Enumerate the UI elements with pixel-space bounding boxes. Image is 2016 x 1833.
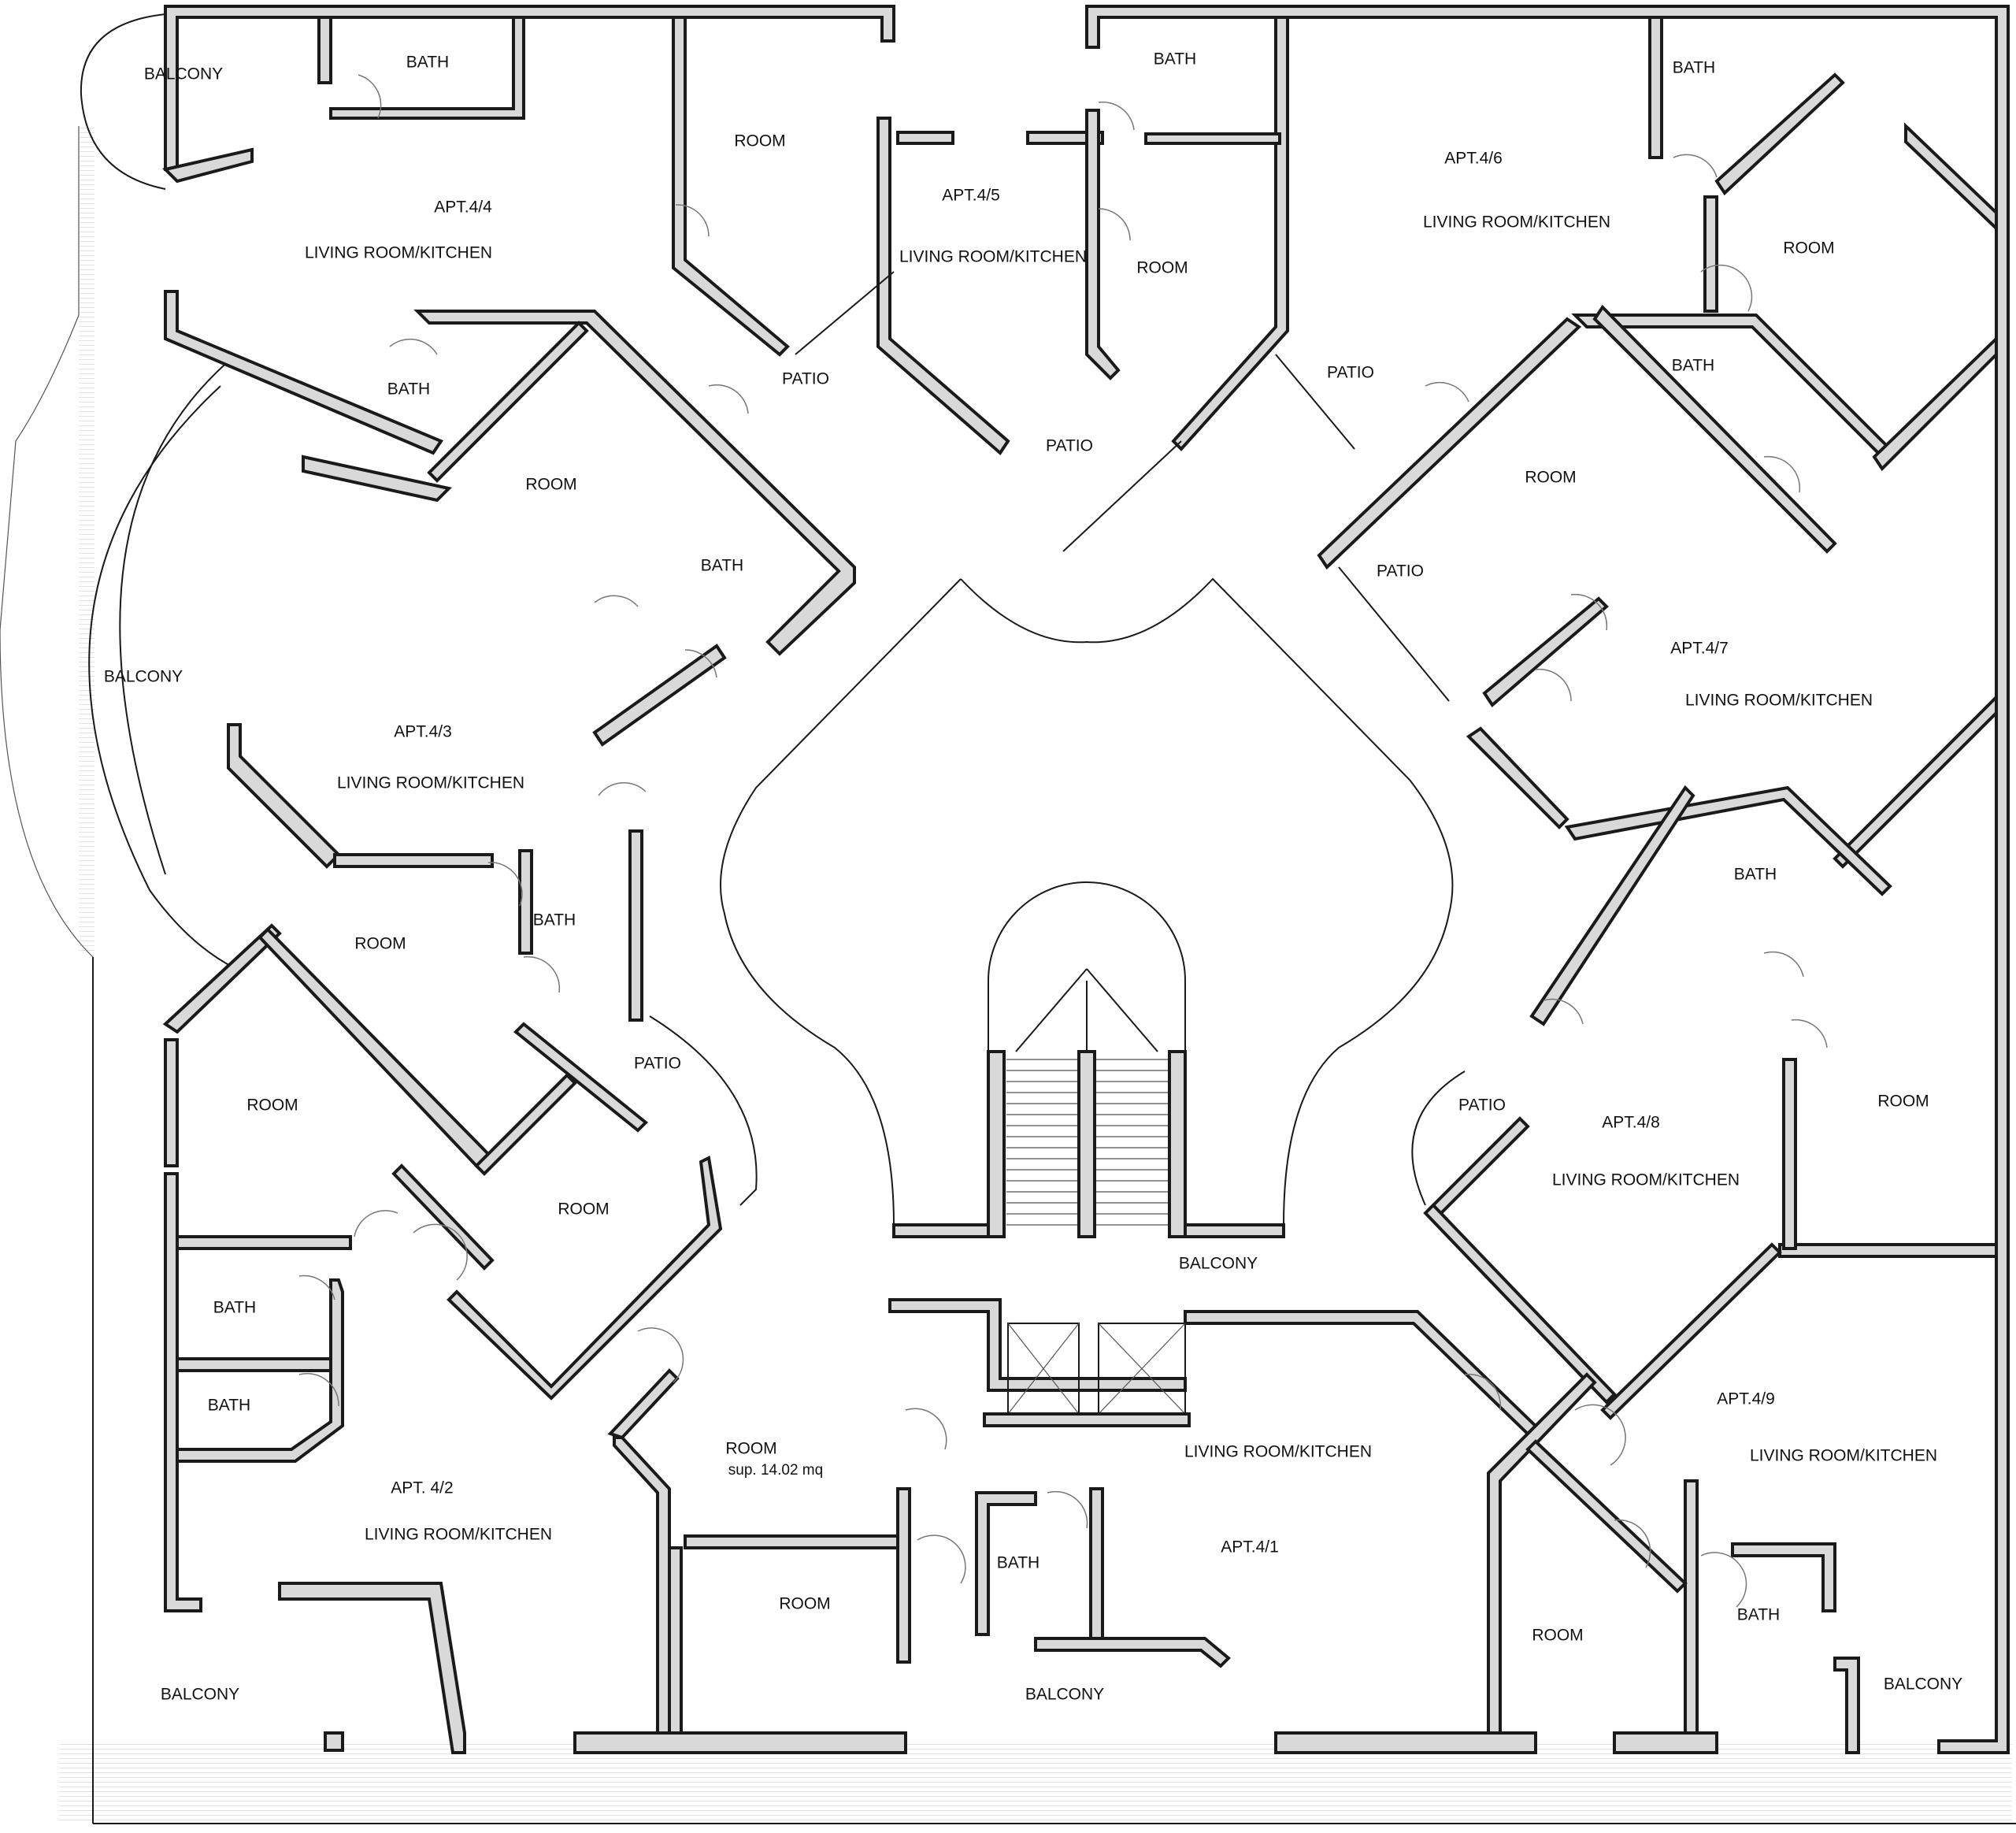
- patio-45-label: PATIO: [1046, 437, 1093, 455]
- apt-46-label: APT.4/6: [1444, 150, 1503, 168]
- bath-44-label: BATH: [406, 54, 449, 72]
- balcony-s-label: BALCONY: [1025, 1686, 1104, 1704]
- room-41a-label: ROOM: [725, 1440, 776, 1458]
- lr-49-label: LIVING ROOM/KITCHEN: [1750, 1447, 1937, 1465]
- balcony-nw-label: BALCONY: [144, 65, 223, 83]
- lr-43-label: LIVING ROOM/KITCHEN: [337, 774, 524, 792]
- room-45-label: ROOM: [1136, 259, 1188, 277]
- room-labels: BALCONY BATH ROOM APT.4/4 LIVING ROOM/KI…: [104, 50, 1962, 1704]
- apt-45-label: APT.4/5: [942, 187, 1000, 205]
- apt-47-label: APT.4/7: [1670, 640, 1729, 658]
- interior-walls: [162, 16, 1998, 1754]
- room-46-label: ROOM: [1783, 239, 1834, 258]
- bath-45a-label: BATH: [1154, 50, 1196, 69]
- lr-48-label: LIVING ROOM/KITCHEN: [1552, 1171, 1740, 1189]
- bath-48-label: BATH: [1734, 866, 1777, 884]
- central-lobby: [649, 271, 1466, 1226]
- bath-41-label: BATH: [997, 1554, 1040, 1572]
- bath-49-label: BATH: [1737, 1606, 1780, 1624]
- room-42b-label: ROOM: [558, 1200, 609, 1219]
- lr-42-label: LIVING ROOM/KITCHEN: [365, 1526, 552, 1544]
- staircase: [892, 881, 1285, 1427]
- room-49-label: ROOM: [1532, 1627, 1583, 1645]
- outer-terrace: [0, 13, 2016, 1824]
- bath-43b-label: BATH: [701, 557, 743, 575]
- bath-46-label: BATH: [1673, 59, 1715, 77]
- lr-44-label: LIVING ROOM/KITCHEN: [305, 244, 492, 262]
- room-42a-label: ROOM: [246, 1096, 298, 1115]
- room-44-label: ROOM: [734, 132, 785, 150]
- lr-46-label: LIVING ROOM/KITCHEN: [1423, 213, 1610, 232]
- room-43a-label: ROOM: [525, 476, 576, 494]
- lr-47-label: LIVING ROOM/KITCHEN: [1685, 692, 1873, 710]
- apt-44-label: APT.4/4: [434, 199, 492, 217]
- exterior-walls: [164, 5, 2010, 1754]
- balcony-se-label: BALCONY: [1884, 1675, 1962, 1694]
- lr-45-label: LIVING ROOM/KITCHEN: [899, 248, 1087, 266]
- patio-42-label: PATIO: [634, 1055, 681, 1073]
- balcony-c-label: BALCONY: [1179, 1255, 1258, 1273]
- balcony-sw-label: BALCONY: [161, 1686, 239, 1704]
- patio-46-label: PATIO: [1327, 364, 1374, 382]
- apt-49-label: APT.4/9: [1717, 1390, 1775, 1408]
- door-swings: [298, 74, 1828, 1608]
- bath-43a-label: BATH: [387, 380, 430, 399]
- room-41a-sup-label: sup. 14.02 mq: [728, 1462, 823, 1479]
- bath-42a-label: BATH: [213, 1299, 256, 1317]
- apt-41-label: APT.4/1: [1221, 1538, 1279, 1557]
- patio-44-label: PATIO: [782, 370, 829, 388]
- patio-47-label: PATIO: [1377, 562, 1424, 581]
- apt-42-label: APT. 4/2: [391, 1479, 453, 1497]
- bath-47a-label: BATH: [1672, 357, 1714, 375]
- bath-42b-label: BATH: [208, 1397, 250, 1415]
- apt-43-label: APT.4/3: [394, 723, 452, 741]
- room-48-label: ROOM: [1877, 1093, 1929, 1111]
- patio-48-label: PATIO: [1458, 1096, 1506, 1115]
- bath-43c-label: BATH: [533, 911, 576, 929]
- room-41b-label: ROOM: [779, 1595, 830, 1613]
- room-43b-label: ROOM: [354, 935, 406, 953]
- lr-41-label: LIVING ROOM/KITCHEN: [1184, 1443, 1372, 1461]
- apt-48-label: APT.4/8: [1602, 1114, 1660, 1132]
- room-47-label: ROOM: [1525, 469, 1576, 487]
- balcony-w-label: BALCONY: [104, 668, 183, 686]
